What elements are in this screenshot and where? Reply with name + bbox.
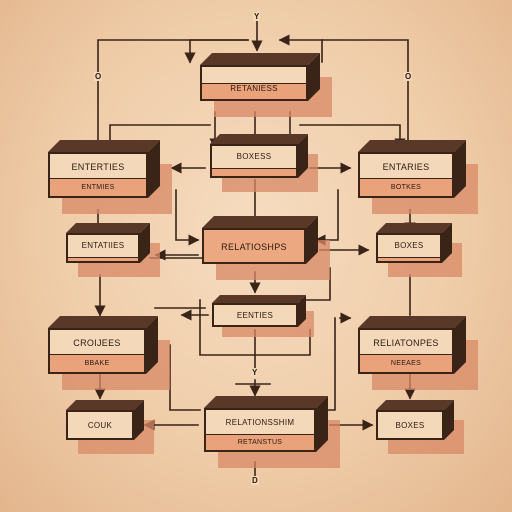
box-reliatonpes-label: RELIATONPES [373, 338, 439, 348]
box-boxes-right: BOXES [376, 233, 462, 277]
box-entatiies: ENTATIIES [66, 233, 160, 277]
box-relatioshps: RELATIOSHPS [202, 228, 330, 280]
marker-bottom-d: D [251, 476, 259, 485]
box-relationsshim: RELATIONSSHIM RETANSTUS [204, 408, 340, 468]
box-croijees-sublabel: BBAKE [84, 360, 110, 367]
box-relationsshim-sublabel: RETANSTUS [237, 439, 283, 446]
box-couk: COUK [66, 410, 154, 454]
box-reliatonpes: RELIATONPES NEEAES [358, 328, 478, 390]
box-boxes-bottom-right-label: BOXES [395, 421, 425, 430]
box-boxes-right-label: BOXES [394, 241, 424, 250]
box-entatiies-label: ENTATIIES [81, 241, 125, 250]
box-relatioshps-label: RELATIOSHPS [221, 242, 287, 252]
box-boxess: BOXESS [210, 144, 318, 192]
marker-right-o: O [404, 72, 413, 81]
box-reliatonpes-sublabel: NEEAES [390, 360, 422, 367]
marker-left-o: O [94, 72, 103, 81]
box-croijees: CROIJEES BBAKE [48, 328, 170, 390]
box-croijees-label: CROIJEES [73, 338, 121, 348]
box-entaries-sublabel: BOTKES [390, 184, 422, 191]
box-entaries-label: ENTARIES [382, 162, 430, 172]
box-eenties-label: EENTIES [236, 311, 274, 320]
box-enterties-label: ENTERTIES [71, 162, 125, 172]
box-retaniess-label: RETANIESS [230, 84, 278, 93]
box-boxes-bottom-right: BOXES [376, 410, 464, 454]
box-enterties-sublabel: ENTMIES [81, 184, 115, 191]
box-retaniess: RETANIESS [200, 65, 332, 117]
box-eenties: EENTIES [212, 303, 314, 337]
box-couk-label: COUK [87, 421, 113, 430]
marker-mid-y: Y [251, 368, 259, 377]
marker-top-y: Y [253, 12, 261, 21]
box-enterties: ENTERTIES ENTMIES [48, 152, 172, 214]
box-entaries: ENTARIES BOTKES [358, 152, 478, 214]
box-boxess-label: BOXESS [236, 152, 272, 161]
box-relationsshim-label: RELATIONSSHIM [225, 418, 295, 427]
